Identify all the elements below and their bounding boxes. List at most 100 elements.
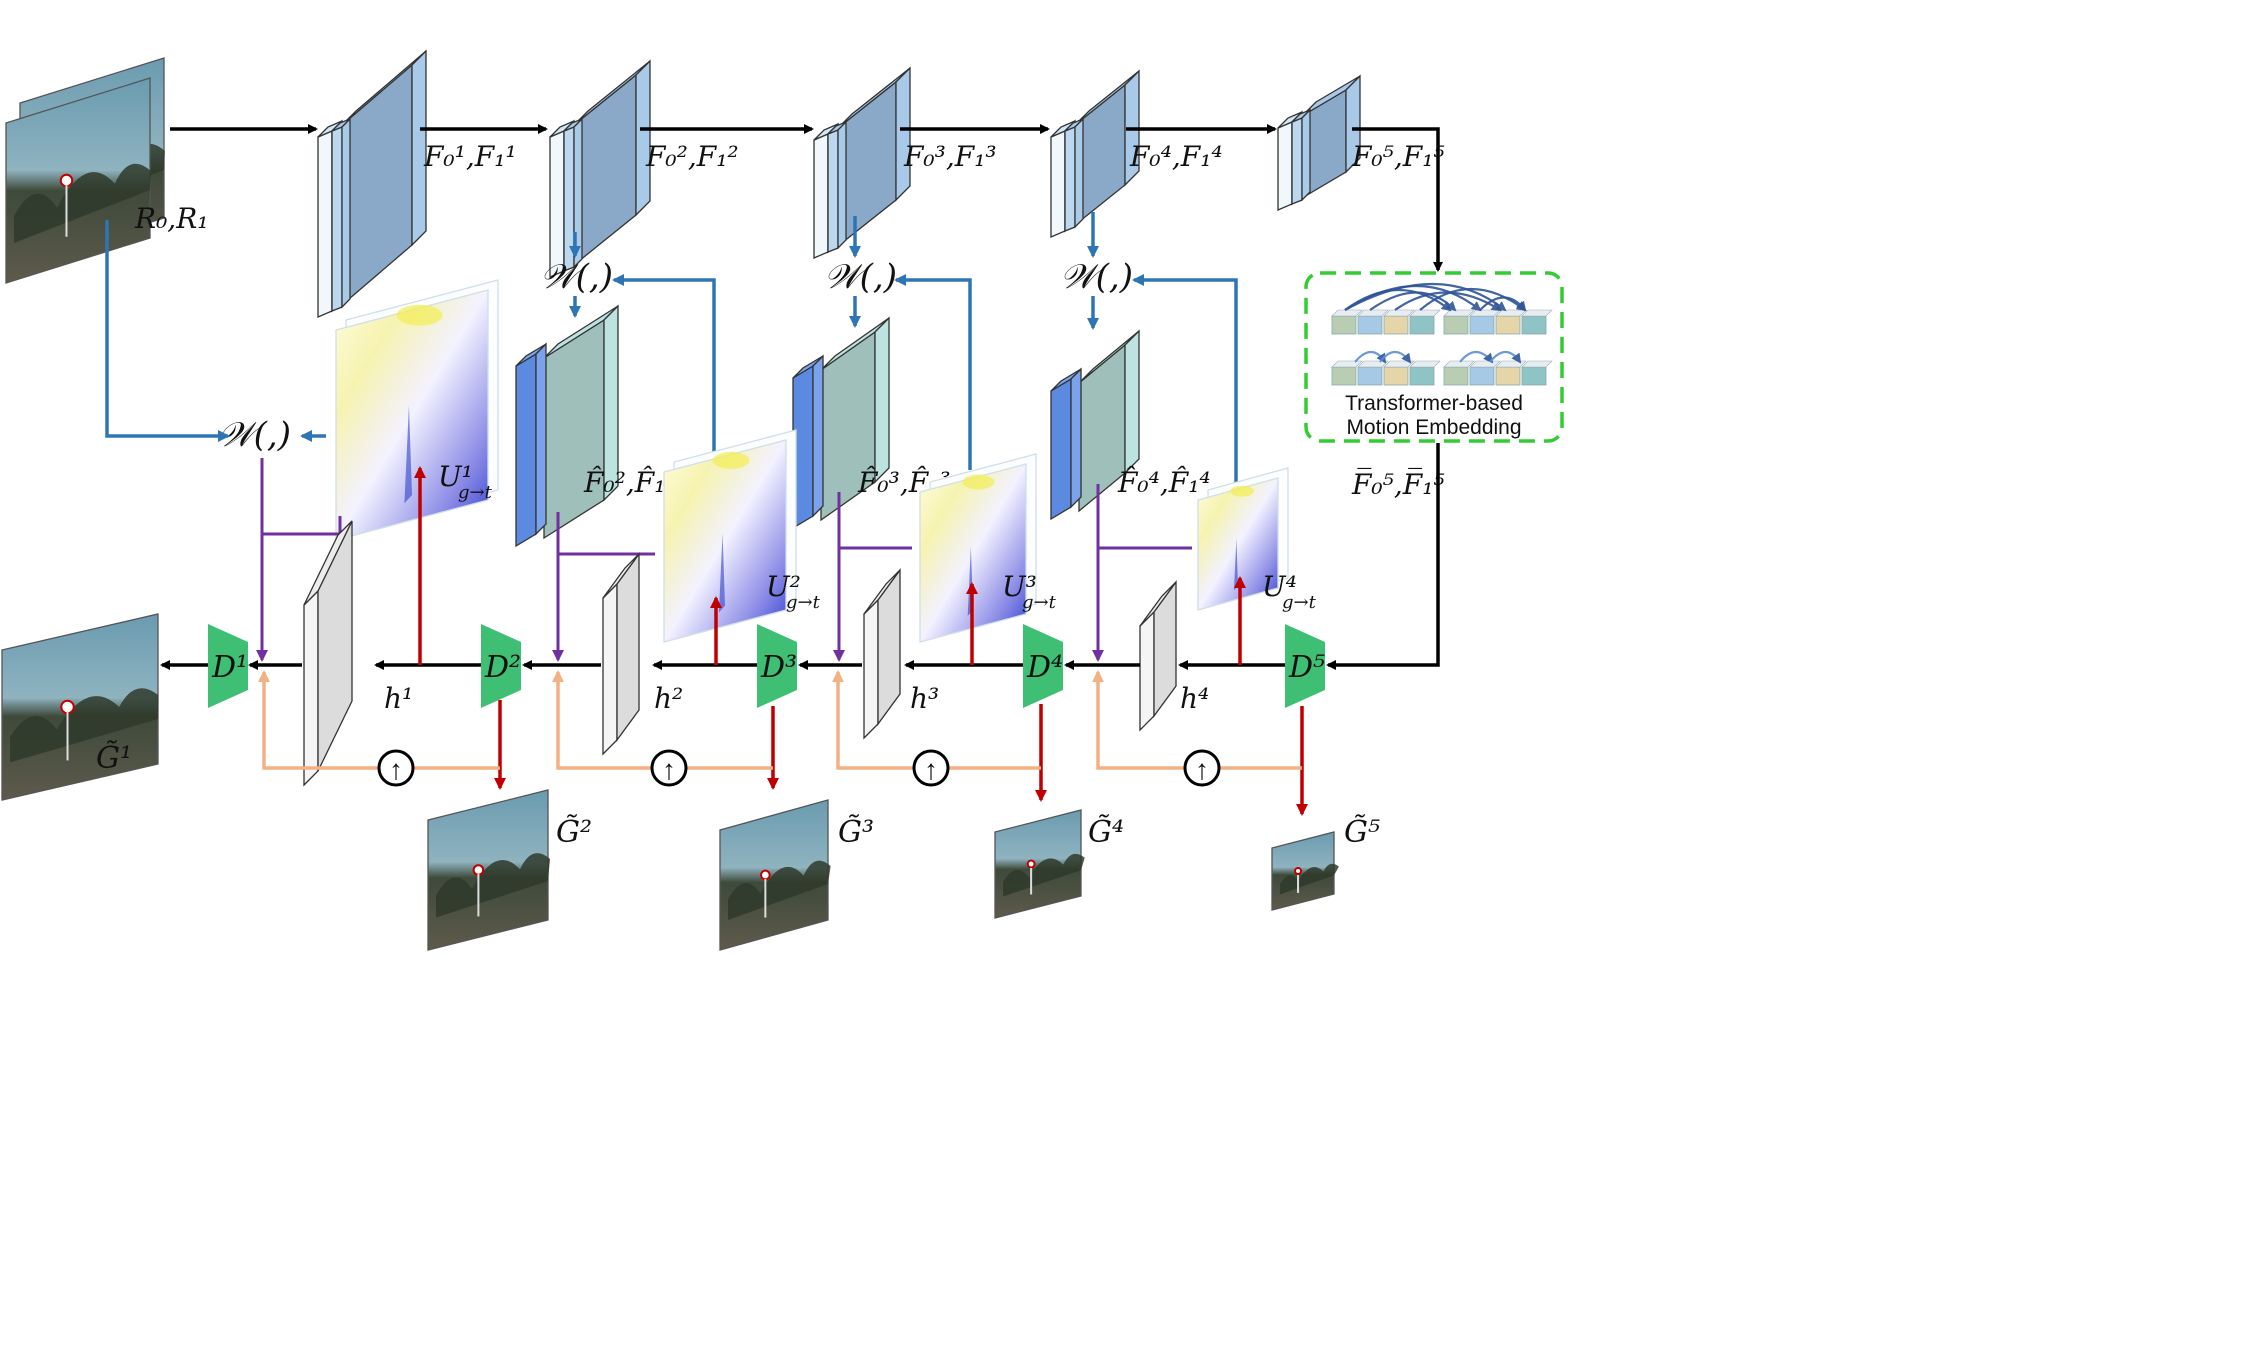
- orange-left-2: [552, 670, 651, 770]
- decoder-label-2: D²: [484, 650, 521, 685]
- flow-label-subscript-1: g→t: [458, 482, 493, 503]
- attention-arc: [1419, 287, 1527, 312]
- encoder-feature-block-1: [317, 49, 427, 318]
- output-label-5: G̃⁵: [1344, 815, 1380, 850]
- decoder-label-4: D⁴: [1026, 650, 1063, 685]
- hidden-state-4: [1139, 580, 1177, 732]
- arrow-flow3-warp: [894, 274, 972, 470]
- attention-arc: [1489, 350, 1522, 364]
- flow-map-2: [663, 429, 797, 643]
- output-label-3: G̃³: [838, 815, 874, 850]
- flow-map-3: [919, 453, 1037, 643]
- output-image-G3: [719, 799, 831, 951]
- input-image-stack: [5, 57, 165, 284]
- token-row-1b: [1443, 309, 1553, 335]
- flow-map-4: [1197, 467, 1289, 611]
- encoder-label-5: F₀⁵,F₁⁵: [1351, 140, 1445, 173]
- decoder-5: D⁵: [1285, 624, 1325, 708]
- purple-connections: [256, 458, 1192, 662]
- output-image-G4: [994, 809, 1085, 919]
- decoder-3: D³: [757, 624, 797, 708]
- hidden-label-4: h⁴: [1180, 682, 1209, 715]
- arrow-input-warp1: [105, 220, 230, 442]
- flow-label-subscript-4: g→t: [1282, 592, 1317, 613]
- orange-upsample-paths: ↑ ↑ ↑ ↑: [258, 670, 1302, 787]
- encoder-feature-block-3: [813, 66, 911, 259]
- warp-operator-1: 𝒲(,): [218, 415, 291, 455]
- upsample-symbol-1: ↑: [389, 754, 403, 785]
- upsample-symbol-3: ↑: [924, 754, 938, 785]
- warp-operator-3: 𝒲(,): [824, 257, 897, 297]
- orange-left-1: [258, 670, 378, 770]
- attention-arc: [1459, 350, 1494, 364]
- flow-label-3: U³: [1002, 570, 1037, 603]
- purple-flow1-join: [262, 516, 342, 536]
- hidden-state-2: [602, 552, 640, 756]
- encoder-label-4: F₀⁴,F₁⁴: [1129, 140, 1223, 173]
- token-row-2a: [1331, 360, 1441, 386]
- flow-label-subscript-3: g→t: [1022, 592, 1057, 613]
- upsample-op-1: ↑: [377, 749, 415, 787]
- hidden-state-3: [863, 568, 901, 740]
- upsample-symbol-2: ↑: [662, 754, 676, 785]
- encoder-feature-block-2: [549, 59, 651, 278]
- decoder-4: D⁴: [1023, 624, 1063, 708]
- upsample-op-2: ↑: [650, 749, 688, 787]
- warp-operator-4: 𝒲(,): [1060, 257, 1133, 297]
- warp-input-arrows: [105, 212, 1238, 490]
- encoder-label-1: F₀¹,F₁¹: [423, 140, 517, 173]
- decoder-2: D²: [481, 624, 521, 708]
- transformer-title-line2: Motion Embedding: [1346, 416, 1521, 439]
- warp-operator-2: 𝒲(,): [540, 257, 613, 297]
- attention-arc: [1344, 282, 1507, 312]
- encoder-label-3: F₀³,F₁³: [903, 140, 997, 173]
- hidden-label-3: h³: [910, 682, 939, 715]
- flow-label-2: U²: [766, 570, 801, 603]
- warped-label-4: F̂₀⁴,F̂₁⁴: [1117, 466, 1211, 499]
- arrow-flow2-warp: [612, 274, 716, 470]
- arrow-enc5-transformer: [1352, 127, 1443, 272]
- encoder-label-2: F₀²,F₁²: [645, 140, 739, 173]
- transformer-output-label: F̅₀⁵,F̅₁⁵: [1351, 468, 1445, 501]
- input-frame-front: [5, 77, 151, 284]
- upsample-op-3: ↑: [912, 749, 950, 787]
- output-label-2: G̃²: [556, 815, 592, 850]
- output-label-4: G̃⁴: [1088, 815, 1124, 850]
- encoder-arrows: [170, 124, 1443, 272]
- decoder-label-5: D⁵: [1288, 650, 1325, 685]
- flow-label-subscript-2: g→t: [786, 592, 821, 613]
- attention-arc: [1369, 291, 1457, 312]
- encoder-feature-block-5: [1277, 74, 1361, 211]
- decoder-label-3: D³: [760, 650, 797, 685]
- encoder-feature-block-4: [1050, 69, 1140, 238]
- warped-feature-block-4: [1050, 329, 1140, 521]
- upsample-op-4: ↑: [1183, 749, 1221, 787]
- hidden-label-2: h²: [654, 682, 683, 715]
- hidden-state-1: [303, 520, 353, 787]
- token-row-1a: [1331, 309, 1441, 335]
- flow-label-4: U⁴: [1262, 570, 1297, 603]
- output-image-G2: [427, 789, 550, 951]
- red-arrows: [414, 466, 1308, 816]
- warped-feature-block-2: [515, 304, 619, 548]
- output-image-G5: [1271, 831, 1339, 911]
- output-image-G1: [1, 613, 159, 801]
- warped-feature-block-3: [792, 316, 890, 530]
- decoder-1: D¹: [208, 624, 248, 708]
- warped-label-2: F̂₀²,F̂₁²: [583, 466, 677, 499]
- upsample-symbol-4: ↑: [1195, 754, 1209, 785]
- attention-arc: [1379, 350, 1412, 364]
- token-row-2b: [1443, 360, 1553, 386]
- orange-left-3: [832, 670, 913, 770]
- orange-left-4: [1092, 670, 1184, 770]
- decoder-label-1: D¹: [211, 650, 248, 685]
- flow-map-1: [335, 279, 499, 541]
- arrow-flow4-warp: [1132, 274, 1238, 490]
- flow-label-1: U¹: [438, 460, 473, 493]
- attention-arc: [1479, 296, 1527, 312]
- hidden-label-1: h¹: [384, 682, 413, 715]
- arrow-transformer-D5: [1326, 443, 1440, 670]
- input-label: R₀,R₁: [134, 202, 209, 235]
